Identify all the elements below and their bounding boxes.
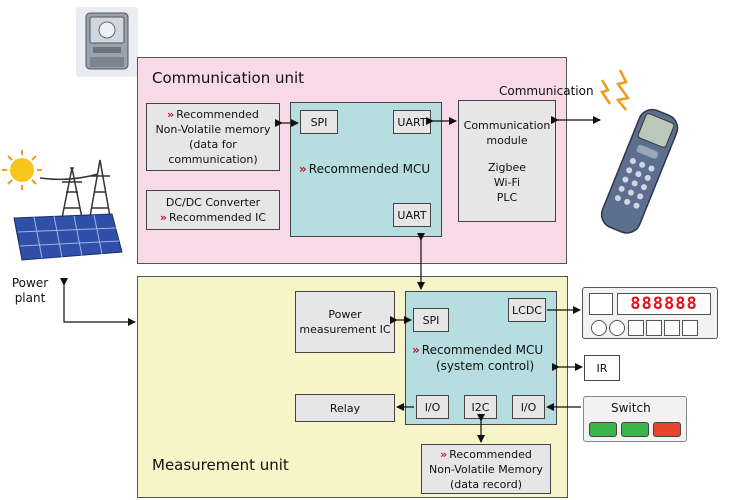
io-port-right: I/O — [512, 395, 545, 419]
handheld-terminal-icon — [598, 100, 680, 240]
electric-meter-icon — [76, 7, 138, 77]
lightning-icon — [596, 68, 636, 112]
comm-mcu-label: »Recommended MCU — [299, 162, 431, 176]
switch-button-green[interactable] — [621, 422, 649, 437]
recommended-chevron-icon: » — [159, 211, 167, 224]
recommended-chevron-icon: » — [167, 108, 174, 121]
measurement-unit-title: Measurement unit — [152, 456, 289, 474]
display-digits: 888888 — [617, 293, 711, 315]
relay-box: Relay — [295, 394, 395, 422]
ir-box: IR — [584, 355, 620, 381]
display-left-indicator — [589, 293, 613, 315]
display-square-button — [646, 320, 662, 336]
record-nvm-box: »Recommended Non-Volatile Memory (data r… — [421, 444, 551, 494]
communication-label: Communication — [499, 84, 594, 98]
recommended-chevron-icon: » — [299, 162, 307, 176]
switch-label: Switch — [611, 401, 651, 415]
plant-unit-link — [60, 278, 136, 326]
comm-uart-port-bottom: UART — [393, 203, 431, 227]
dcdc-converter-box: DC/DC Converter »Recommended IC — [146, 190, 280, 230]
display-round-button — [591, 320, 607, 336]
display-square-button — [682, 320, 698, 336]
lcdc-port: LCDC — [508, 298, 546, 322]
comm-nvm-box: »Recommended Non-Volatile memory (data f… — [146, 103, 280, 171]
switch-button-green[interactable] — [589, 422, 617, 437]
meas-spi-port: SPI — [413, 308, 449, 332]
power-measurement-ic-box: Power measurement IC — [295, 291, 395, 353]
display-square-button — [664, 320, 680, 336]
comm-spi-port: SPI — [300, 110, 338, 134]
recommended-chevron-icon: » — [412, 343, 420, 357]
display-square-button — [628, 320, 644, 336]
communication-unit-title: Communication unit — [152, 69, 305, 87]
recommended-chevron-icon: » — [440, 447, 447, 461]
communication-module-box: Communication module Zigbee Wi-Fi PLC — [458, 100, 556, 222]
switch-button-red[interactable] — [653, 422, 681, 437]
system-mcu-label: »Recommended MCU (system control) — [412, 343, 544, 373]
display-round-button — [609, 320, 625, 336]
power-plant-icon — [0, 148, 126, 268]
power-plant-label: Power plant — [11, 276, 49, 305]
lcd-display-icon: 888888 — [582, 287, 718, 339]
io-port-left: I/O — [416, 395, 449, 419]
